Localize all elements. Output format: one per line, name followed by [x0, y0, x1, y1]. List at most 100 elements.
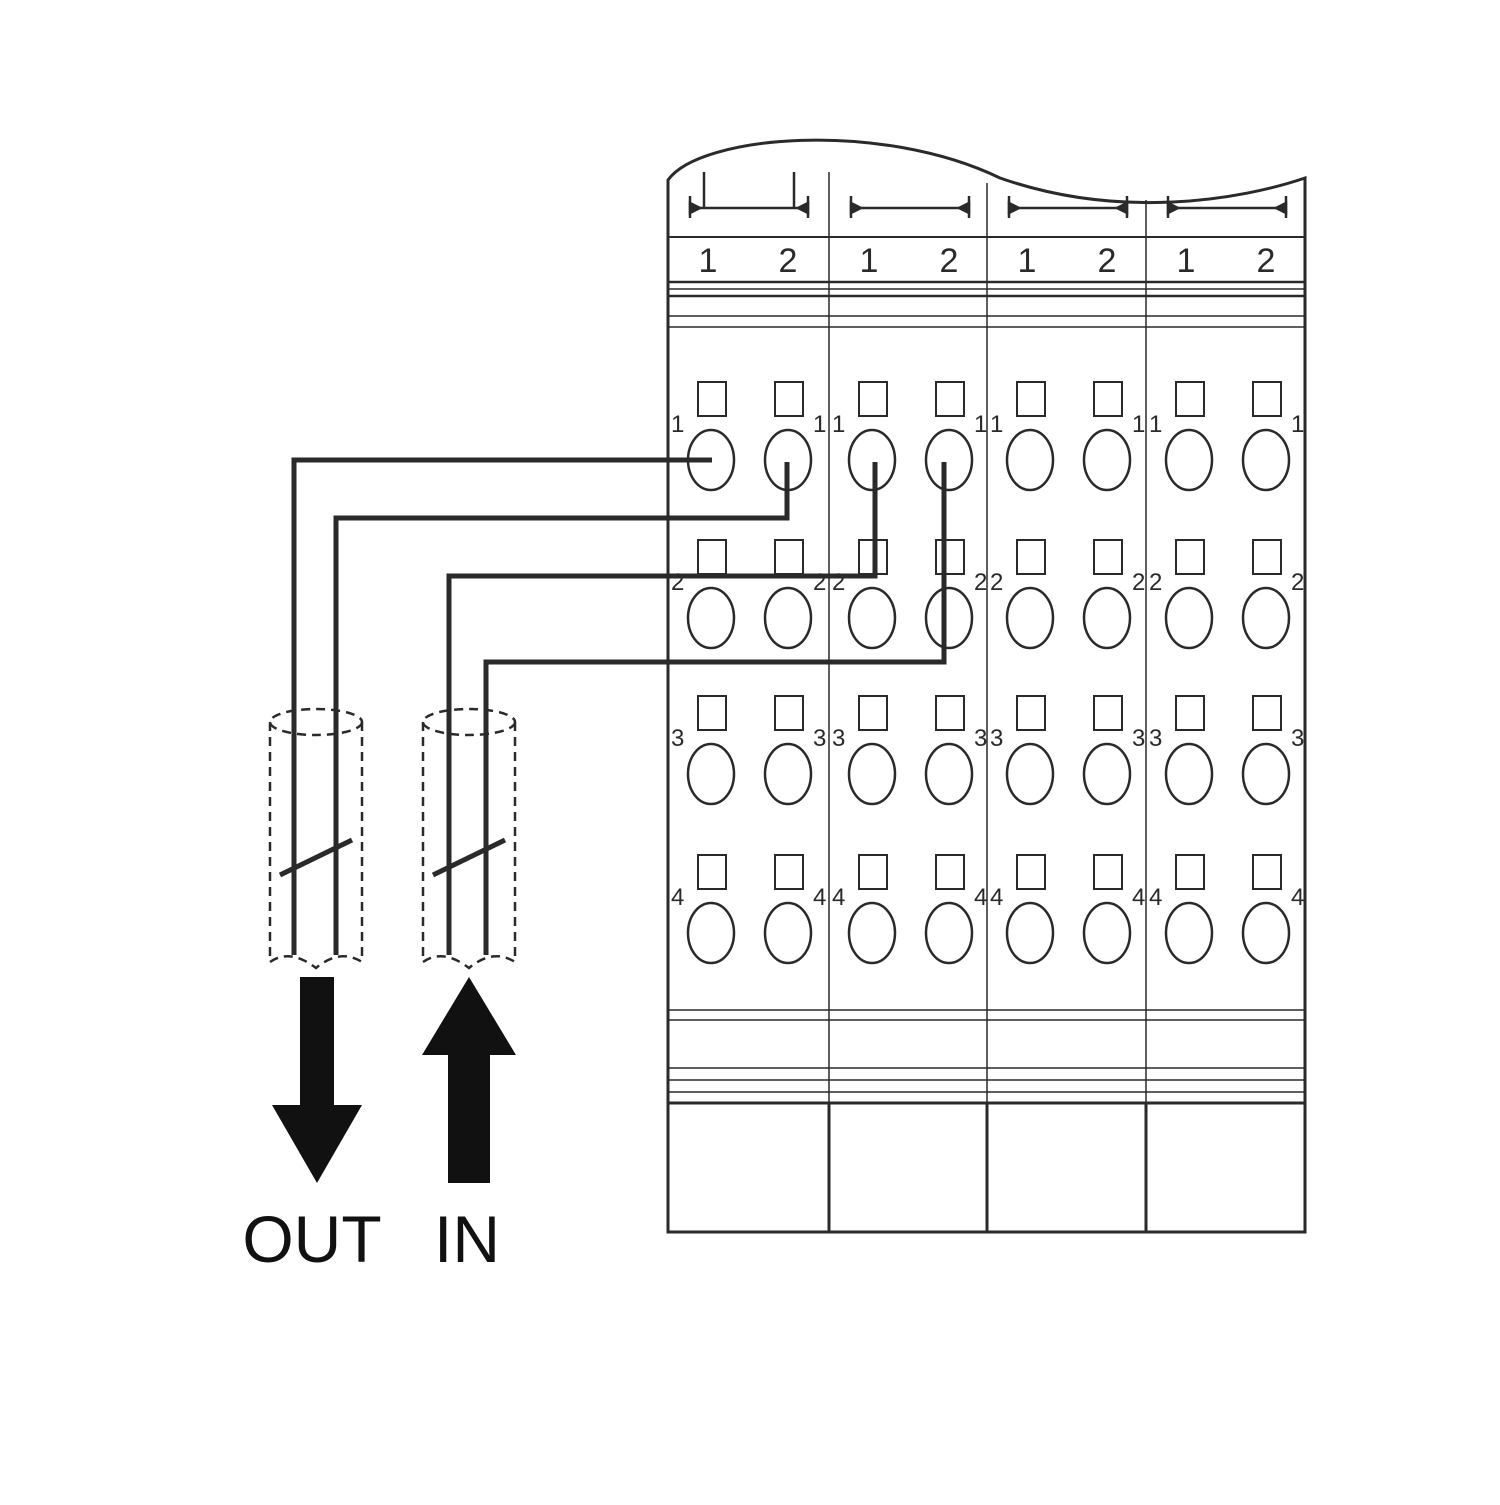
release-button [1175, 695, 1205, 731]
row-number-right: 4 [974, 884, 987, 911]
terminal-hole [1241, 586, 1291, 650]
row-number-right: 3 [974, 725, 987, 752]
terminal-hole [924, 742, 974, 806]
row-number-right: 2 [974, 569, 987, 596]
terminal-hole [686, 742, 736, 806]
release-button [1175, 854, 1205, 890]
terminal-hole [1241, 428, 1291, 492]
row-number-left: 1 [671, 411, 684, 438]
release-button [774, 381, 804, 417]
terminal-hole [924, 586, 974, 650]
terminal-hole [847, 428, 897, 492]
release-button [1093, 381, 1123, 417]
terminal-hole [924, 428, 974, 492]
row-number-left: 1 [990, 411, 1003, 438]
release-button [697, 695, 727, 731]
release-button [935, 695, 965, 731]
release-button [858, 854, 888, 890]
terminal-hole [1082, 428, 1132, 492]
release-button [1175, 381, 1205, 417]
terminal-hole [1241, 901, 1291, 965]
in-label: IN [434, 1202, 500, 1276]
jumper-bracket-icon [1007, 196, 1129, 218]
terminal-hole [847, 901, 897, 965]
out-arrow-icon [272, 977, 362, 1183]
channel-label: 2 [779, 242, 798, 280]
terminal-hole [1082, 742, 1132, 806]
release-button [1093, 695, 1123, 731]
terminal-hole [1005, 742, 1055, 806]
row-number-left: 3 [1149, 725, 1162, 752]
wires [291, 457, 947, 955]
release-button [1093, 539, 1123, 575]
release-button [858, 381, 888, 417]
row-number-left: 1 [1149, 411, 1162, 438]
row-number-right: 3 [1132, 725, 1145, 752]
channel-label: 1 [699, 242, 718, 280]
terminal-hole [686, 586, 736, 650]
channel-label: 1 [1177, 242, 1196, 280]
terminal-hole [686, 901, 736, 965]
terminal-hole [847, 742, 897, 806]
row-number-left: 3 [671, 725, 684, 752]
row-number-right: 1 [974, 411, 987, 438]
row-number-left: 4 [671, 884, 684, 911]
row-number-right: 2 [1291, 569, 1304, 596]
row-number-left: 2 [832, 569, 845, 596]
cable-twist-out [278, 837, 354, 878]
terminal-hole [924, 901, 974, 965]
terminal-hole [1082, 901, 1132, 965]
cable-shield-out [268, 707, 364, 970]
channel-label: 2 [940, 242, 959, 280]
row-number-right: 3 [1291, 725, 1304, 752]
release-button [697, 381, 727, 417]
row-number-left: 1 [832, 411, 845, 438]
in-arrow-icon [422, 977, 516, 1183]
cable-shield-in [421, 707, 517, 970]
terminal-hole [1164, 901, 1214, 965]
release-button [1016, 695, 1046, 731]
terminal-hole [847, 586, 897, 650]
row-number-left: 4 [832, 884, 845, 911]
release-button [1252, 695, 1282, 731]
channel-label: 2 [1257, 242, 1276, 280]
release-button [935, 854, 965, 890]
row-number-right: 1 [1132, 411, 1145, 438]
terminal-block-housing [666, 138, 1307, 1234]
wire-in-1 [446, 462, 878, 955]
row-number-right: 4 [813, 884, 826, 911]
release-button [774, 854, 804, 890]
wire-out-2 [333, 462, 790, 955]
wire-out-1 [291, 457, 712, 955]
release-button [774, 695, 804, 731]
release-button [1252, 854, 1282, 890]
channel-label: 1 [1018, 242, 1037, 280]
cable-twist-in [431, 837, 507, 878]
row-number-left: 3 [990, 725, 1003, 752]
row-number-right: 2 [813, 569, 826, 596]
row-number-right: 2 [1132, 569, 1145, 596]
row-number-right: 3 [813, 725, 826, 752]
terminal-hole [1241, 742, 1291, 806]
release-button [697, 539, 727, 575]
release-button [1252, 539, 1282, 575]
release-button [697, 854, 727, 890]
terminal-hole [763, 586, 813, 650]
row-number-right: 4 [1132, 884, 1145, 911]
terminal-hole [1005, 586, 1055, 650]
jumper-bracket-icon [849, 196, 971, 218]
terminal-hole [763, 742, 813, 806]
release-button [774, 539, 804, 575]
jumper-bracket-icon [1166, 196, 1288, 218]
release-button [935, 539, 965, 575]
row-number-left: 2 [671, 569, 684, 596]
channel-label: 2 [1098, 242, 1117, 280]
release-button [1016, 854, 1046, 890]
module-dividers [827, 172, 1148, 1232]
terminal-hole [1164, 428, 1214, 492]
